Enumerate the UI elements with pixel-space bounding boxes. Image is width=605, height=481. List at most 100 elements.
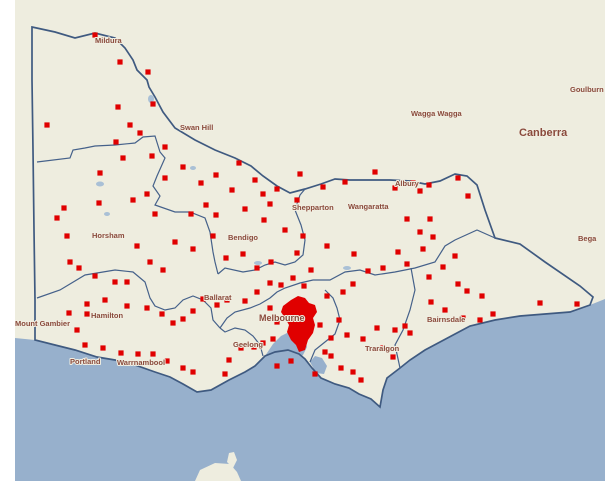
site-marker[interactable] bbox=[240, 251, 246, 257]
site-marker[interactable] bbox=[372, 169, 378, 175]
site-marker[interactable] bbox=[407, 330, 413, 336]
site-marker[interactable] bbox=[124, 279, 130, 285]
site-marker[interactable] bbox=[288, 358, 294, 364]
site-marker[interactable] bbox=[242, 206, 248, 212]
site-marker[interactable] bbox=[149, 153, 155, 159]
site-marker[interactable] bbox=[294, 250, 300, 256]
site-marker[interactable] bbox=[351, 251, 357, 257]
site-marker[interactable] bbox=[479, 293, 485, 299]
site-marker[interactable] bbox=[426, 182, 432, 188]
site-marker[interactable] bbox=[261, 217, 267, 223]
site-marker[interactable] bbox=[213, 212, 219, 218]
site-marker[interactable] bbox=[213, 172, 219, 178]
site-marker[interactable] bbox=[420, 246, 426, 252]
site-marker[interactable] bbox=[268, 259, 274, 265]
site-marker[interactable] bbox=[224, 297, 230, 303]
site-marker[interactable] bbox=[390, 354, 396, 360]
site-marker[interactable] bbox=[452, 253, 458, 259]
site-marker[interactable] bbox=[190, 246, 196, 252]
site-marker[interactable] bbox=[64, 233, 70, 239]
map-view[interactable]: Mildura Swan Hill Wagga Wagga Goulburn C… bbox=[15, 0, 605, 481]
site-marker[interactable] bbox=[200, 296, 206, 302]
site-marker[interactable] bbox=[410, 180, 416, 186]
site-marker[interactable] bbox=[150, 101, 156, 107]
site-marker[interactable] bbox=[301, 283, 307, 289]
site-marker[interactable] bbox=[160, 267, 166, 273]
site-marker[interactable] bbox=[358, 377, 364, 383]
site-marker[interactable] bbox=[404, 261, 410, 267]
site-marker[interactable] bbox=[238, 345, 244, 351]
site-marker[interactable] bbox=[328, 335, 334, 341]
site-marker[interactable] bbox=[392, 327, 398, 333]
site-marker[interactable] bbox=[162, 144, 168, 150]
site-marker[interactable] bbox=[147, 259, 153, 265]
site-marker[interactable] bbox=[270, 336, 276, 342]
site-marker[interactable] bbox=[82, 342, 88, 348]
site-marker[interactable] bbox=[324, 293, 330, 299]
site-marker[interactable] bbox=[115, 104, 121, 110]
site-marker[interactable] bbox=[96, 200, 102, 206]
site-marker[interactable] bbox=[145, 69, 151, 75]
site-marker[interactable] bbox=[159, 311, 165, 317]
site-marker[interactable] bbox=[427, 216, 433, 222]
site-marker[interactable] bbox=[170, 320, 176, 326]
site-marker[interactable] bbox=[76, 265, 82, 271]
site-marker[interactable] bbox=[395, 249, 401, 255]
site-marker[interactable] bbox=[135, 351, 141, 357]
site-marker[interactable] bbox=[300, 233, 306, 239]
site-marker[interactable] bbox=[417, 188, 423, 194]
site-marker[interactable] bbox=[54, 215, 60, 221]
site-marker[interactable] bbox=[97, 170, 103, 176]
site-marker[interactable] bbox=[223, 255, 229, 261]
site-marker[interactable] bbox=[117, 59, 123, 65]
site-marker[interactable] bbox=[336, 317, 342, 323]
site-marker[interactable] bbox=[254, 289, 260, 295]
site-marker[interactable] bbox=[134, 243, 140, 249]
site-marker[interactable] bbox=[426, 274, 432, 280]
site-marker[interactable] bbox=[120, 155, 126, 161]
site-marker[interactable] bbox=[417, 229, 423, 235]
site-marker[interactable] bbox=[144, 191, 150, 197]
site-marker[interactable] bbox=[66, 310, 72, 316]
site-marker[interactable] bbox=[309, 205, 315, 211]
site-marker[interactable] bbox=[203, 202, 209, 208]
site-marker[interactable] bbox=[74, 327, 80, 333]
victoria-map[interactable]: Mildura Swan Hill Wagga Wagga Goulburn C… bbox=[15, 0, 605, 481]
site-marker[interactable] bbox=[112, 279, 118, 285]
site-marker[interactable] bbox=[44, 122, 50, 128]
site-marker[interactable] bbox=[260, 191, 266, 197]
site-marker[interactable] bbox=[440, 264, 446, 270]
site-marker[interactable] bbox=[92, 32, 98, 38]
site-marker[interactable] bbox=[267, 305, 273, 311]
site-marker[interactable] bbox=[477, 317, 483, 323]
site-marker[interactable] bbox=[455, 281, 461, 287]
site-marker[interactable] bbox=[144, 305, 150, 311]
site-marker[interactable] bbox=[460, 315, 466, 321]
site-marker[interactable] bbox=[297, 171, 303, 177]
site-marker[interactable] bbox=[137, 130, 143, 136]
site-marker[interactable] bbox=[392, 185, 398, 191]
site-marker[interactable] bbox=[118, 350, 124, 356]
site-marker[interactable] bbox=[342, 179, 348, 185]
site-marker[interactable] bbox=[229, 187, 235, 193]
site-marker[interactable] bbox=[274, 363, 280, 369]
site-marker[interactable] bbox=[350, 369, 356, 375]
site-marker[interactable] bbox=[274, 319, 280, 325]
site-marker[interactable] bbox=[124, 303, 130, 309]
site-marker[interactable] bbox=[308, 267, 314, 273]
site-marker[interactable] bbox=[251, 344, 257, 350]
site-marker[interactable] bbox=[404, 216, 410, 222]
site-marker[interactable] bbox=[320, 184, 326, 190]
site-marker[interactable] bbox=[102, 297, 108, 303]
site-marker[interactable] bbox=[130, 197, 136, 203]
site-marker[interactable] bbox=[365, 268, 371, 274]
site-marker[interactable] bbox=[150, 351, 156, 357]
site-marker[interactable] bbox=[162, 175, 168, 181]
site-marker[interactable] bbox=[67, 259, 73, 265]
site-marker[interactable] bbox=[188, 211, 194, 217]
site-marker[interactable] bbox=[338, 365, 344, 371]
site-marker[interactable] bbox=[84, 311, 90, 317]
site-marker[interactable] bbox=[294, 197, 300, 203]
site-marker[interactable] bbox=[442, 307, 448, 313]
site-marker[interactable] bbox=[290, 275, 296, 281]
